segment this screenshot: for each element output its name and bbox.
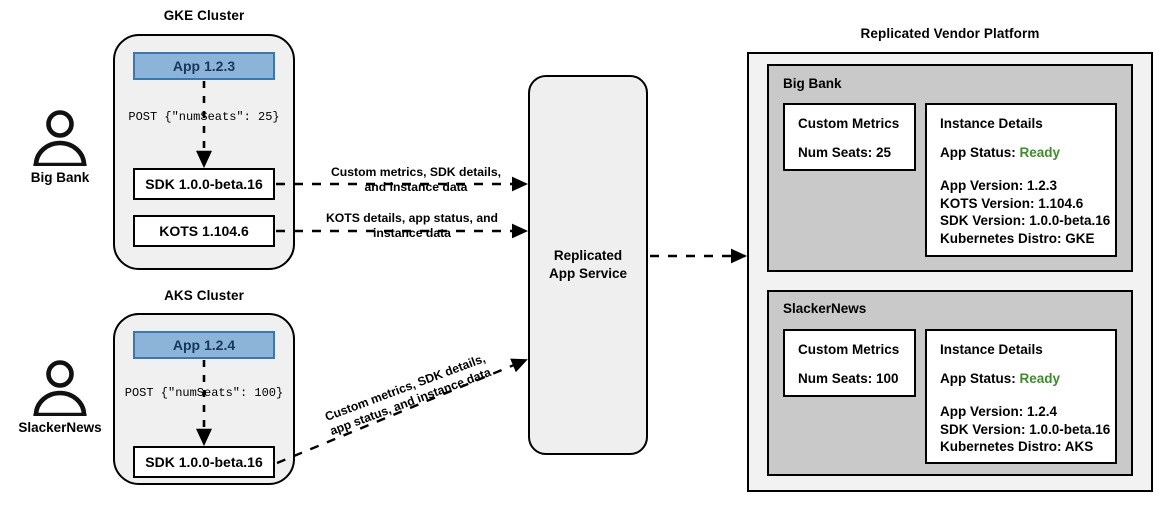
num-seats-value: Num Seats: 25 <box>798 145 892 160</box>
tenant-name-big-bank: Big Bank <box>783 76 842 91</box>
status-badge: Ready <box>1019 371 1061 386</box>
aks-app-box[interactable]: App 1.2.4 <box>133 331 275 359</box>
detail-sdk-version: SDK Version: 1.0.0-beta.16 <box>940 421 1111 437</box>
edge-label-sdk-to-service: Custom metrics, SDK details, and instanc… <box>331 165 501 195</box>
app-status-row: App Status: Ready <box>940 370 1102 388</box>
platform-title: Replicated Vendor Platform <box>860 26 1040 41</box>
edge-label-kots-to-service: KOTS details, app status, and instance d… <box>325 211 498 241</box>
person-icon <box>33 110 87 166</box>
gke-kots-box[interactable]: KOTS 1.104.6 <box>133 215 275 247</box>
custom-metrics-card-slackernews: Custom Metrics Num Seats: 100 <box>783 329 916 397</box>
replicated-app-service[interactable]: Replicated App Service <box>528 75 648 455</box>
instance-details-title: Instance Details <box>940 116 1043 131</box>
detail-k8s-distro: Kubernetes Distro: GKE <box>940 231 1095 247</box>
aks-sdk-box[interactable]: SDK 1.0.0-beta.16 <box>133 446 275 478</box>
gke-cluster-title: GKE Cluster <box>163 8 245 23</box>
detail-app-version: App Version: 1.2.3 <box>940 177 1058 193</box>
app-status-label: App Status: <box>940 371 1020 386</box>
tenant-name-slackernews: SlackerNews <box>783 301 867 316</box>
actor-big-bank: Big Bank <box>12 108 108 185</box>
instance-details-card-big-bank: Instance Details App Status: Ready App V… <box>925 103 1117 257</box>
detail-sdk-version: SDK Version: 1.0.0-beta.16 <box>940 213 1111 229</box>
app-status-label: App Status: <box>940 145 1020 160</box>
instance-details-card-slackernews: Instance Details App Status: Ready App V… <box>925 329 1117 464</box>
status-badge: Ready <box>1019 145 1061 160</box>
detail-app-version: App Version: 1.2.4 <box>940 403 1058 419</box>
edge-label-aks-to-service: Custom metrics, SDK details, app status,… <box>323 351 493 439</box>
num-seats-value: Num Seats: 100 <box>798 371 899 386</box>
service-line-2: App Service <box>548 266 628 281</box>
aks-cluster-title: AKS Cluster <box>164 288 244 303</box>
instance-details-title: Instance Details <box>940 342 1043 357</box>
gke-app-box[interactable]: App 1.2.3 <box>133 52 275 80</box>
actor-slackernews-label: SlackerNews <box>18 420 102 435</box>
app-status-row: App Status: Ready <box>940 144 1102 162</box>
gke-sdk-box[interactable]: SDK 1.0.0-beta.16 <box>133 168 275 200</box>
gke-post-label: POST {"numSeats": 25} <box>128 110 280 124</box>
detail-kots-version: KOTS Version: 1.104.6 <box>940 195 1084 211</box>
aks-post-label: POST {"numSeats": 100} <box>124 386 284 400</box>
actor-slackernews: SlackerNews <box>12 358 108 435</box>
detail-k8s-distro: Kubernetes Distro: AKS <box>940 439 1094 455</box>
person-icon <box>33 360 87 416</box>
custom-metrics-card-big-bank: Custom Metrics Num Seats: 25 <box>783 103 916 171</box>
service-line-1: Replicated <box>553 247 623 263</box>
custom-metrics-title: Custom Metrics <box>798 342 900 357</box>
custom-metrics-title: Custom Metrics <box>798 116 900 131</box>
actor-big-bank-label: Big Bank <box>30 170 90 185</box>
